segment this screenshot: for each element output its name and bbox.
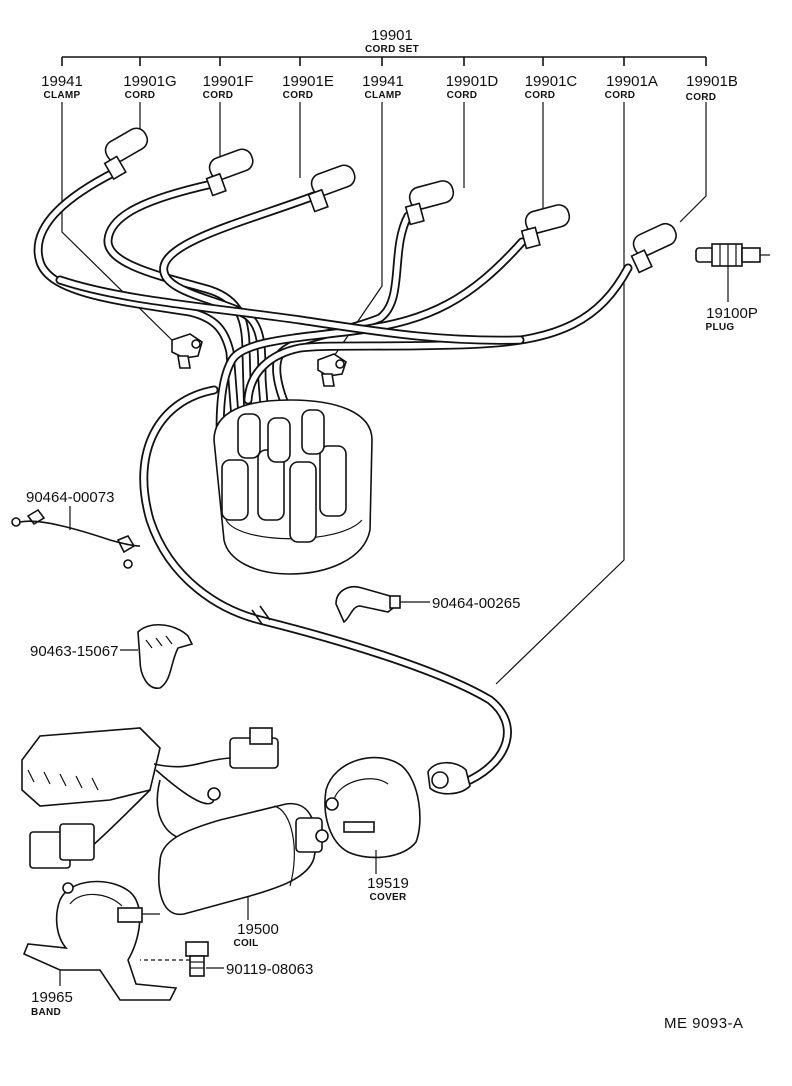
cord-g-part-number: 19901G <box>123 73 176 90</box>
cord-set-bracket <box>61 56 707 66</box>
coil-lead-boot <box>427 761 471 795</box>
coil-part-number: 19500 <box>237 921 279 938</box>
spark-plug-cords <box>33 167 633 785</box>
clamp-right-part-number: 19941 <box>362 73 404 90</box>
coil-band <box>22 880 178 1001</box>
cord-clip-90463-15067 <box>120 624 194 689</box>
wiring-harness <box>29 727 279 869</box>
clamp-left-label: CLAMP <box>43 90 80 101</box>
coil-cover <box>324 756 421 859</box>
distributor-cap <box>213 399 373 575</box>
cord-set-label: CORD SET <box>365 44 419 55</box>
cord-clamp-90464-00265 <box>335 586 430 624</box>
cord-a-part-number: 19901A <box>606 73 658 90</box>
plug-part-number: 19100P <box>706 305 758 322</box>
top-leader-lines <box>61 102 707 685</box>
cover-part-number: 19519 <box>367 875 409 892</box>
cord-a-label: CORD <box>605 90 636 101</box>
coil-label: COIL <box>233 938 258 949</box>
cord-clamp-right <box>317 353 347 387</box>
cord-d-label: CORD <box>447 90 478 101</box>
cord-d-part-number: 19901D <box>446 73 499 90</box>
bolt-part-number: 90119-08063 <box>226 961 313 978</box>
cord-b-part-number: 19901B <box>686 73 738 90</box>
plug-boots <box>103 127 677 274</box>
band-label: BAND <box>31 1007 61 1018</box>
cord-g-label: CORD <box>125 90 156 101</box>
cord-clamp-left <box>171 333 203 369</box>
spark-plug <box>695 243 770 302</box>
igniter-module <box>21 727 161 807</box>
cover-label: COVER <box>369 892 407 903</box>
bolt <box>140 941 224 977</box>
cord-f-label: CORD <box>203 90 234 101</box>
plug-label: PLUG <box>706 322 735 333</box>
ground-wire-part-number: 90464-00073 <box>26 489 114 506</box>
cord-e-label: CORD <box>283 90 314 101</box>
clamp-left-part-number: 19941 <box>41 73 83 90</box>
figure-code: ME 9093-A <box>664 1015 744 1032</box>
cord-set-part-number: 19901 <box>371 27 413 44</box>
cord-b-label: CORD <box>686 92 717 103</box>
clamp-90464-00265-part-number: 90464-00265 <box>432 595 520 612</box>
ground-wire <box>11 506 141 569</box>
cord-f-part-number: 19901F <box>203 73 254 90</box>
cord-e-part-number: 19901E <box>282 73 334 90</box>
clamp-right-label: CLAMP <box>364 90 401 101</box>
ignition-coil <box>158 802 329 915</box>
cord-c-label: CORD <box>525 90 556 101</box>
cord-c-part-number: 19901C <box>525 73 578 90</box>
band-part-number: 19965 <box>31 989 73 1006</box>
clip-90463-15067-part-number: 90463-15067 <box>30 643 118 660</box>
